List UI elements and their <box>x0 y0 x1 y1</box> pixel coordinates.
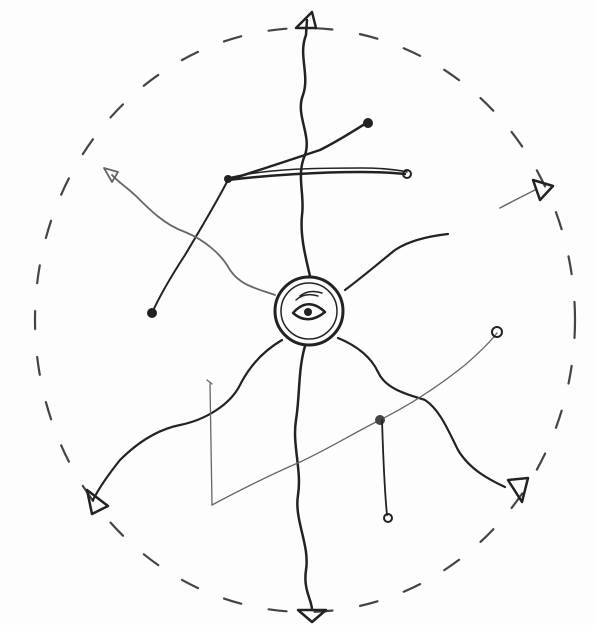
branch-bottom <box>295 346 312 610</box>
branch-top <box>301 20 310 276</box>
vertical-drop-left <box>210 384 212 505</box>
branch-upper-left-diagonal <box>152 180 228 313</box>
filled-node-mid-right <box>375 415 385 425</box>
triangle-node-right <box>533 180 553 200</box>
branch-right <box>345 234 448 290</box>
cluster-junction <box>224 175 232 183</box>
branch-right-upper <box>500 190 535 208</box>
faint-diagonal-link <box>212 333 497 505</box>
branch-lower-left <box>93 340 282 500</box>
small-node-far-right <box>492 327 502 337</box>
small-node-bottom-right <box>384 514 392 522</box>
center-eye-node <box>275 277 343 345</box>
vertical-drop-right <box>382 420 387 515</box>
filled-node-left <box>147 308 157 318</box>
tick-mark-left <box>207 380 212 384</box>
filled-node-upper-right <box>363 118 373 128</box>
branch-lower-right <box>338 338 505 487</box>
branch-upper-left <box>112 175 275 295</box>
